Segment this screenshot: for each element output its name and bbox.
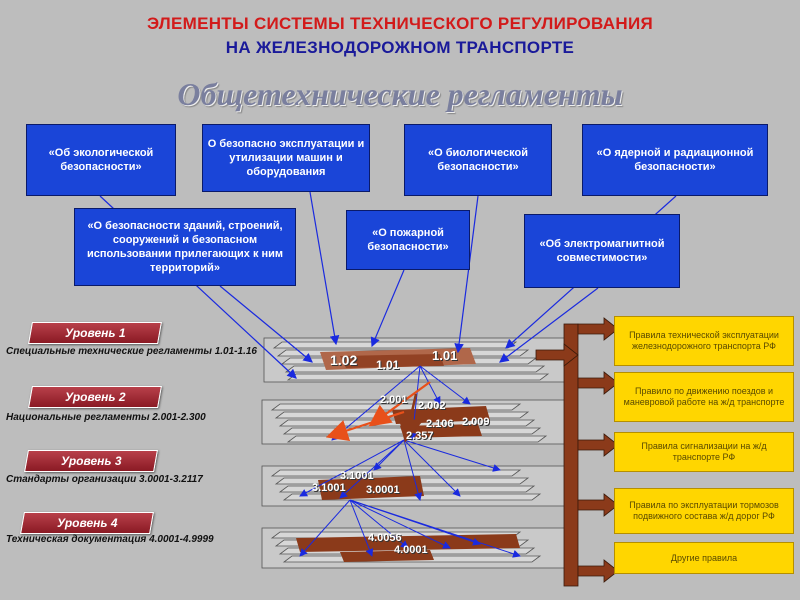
level-2-description: Национальные регламенты 2.001-2.300	[6, 412, 206, 423]
level-3-description: Стандарты организации 3.0001-3.2117	[6, 474, 203, 485]
brown-arrows	[398, 393, 423, 443]
rule-box-signalling: Правила сигнализации на ж/д транспорте Р…	[614, 432, 794, 472]
regulation-nuclear-box: «О ядерной и радиационной безопасности»	[582, 124, 768, 196]
rules-bus	[535, 317, 619, 587]
rule-box-other: Другие правила	[614, 542, 794, 574]
stack-level-3	[261, 465, 575, 507]
level-connectors	[299, 365, 521, 558]
title-line-2: НА ЖЕЛЕЗНОДОРОЖНОМ ТРАНСПОРТЕ	[225, 38, 575, 57]
stack-label: 3.0001	[366, 484, 400, 496]
level-1-description: Специальные технические регламенты 1.01-…	[6, 346, 257, 357]
stack-label: 1.01	[432, 348, 458, 363]
level-1-badge: Уровень 1	[28, 322, 162, 344]
level-4-description: Техническая документация 4.0001-4.9999	[6, 534, 214, 545]
stack-label: 2.009	[462, 416, 490, 428]
stack-label: 2.357	[406, 430, 434, 442]
subtitle: Общетехнические регламенты	[177, 76, 623, 112]
stack-label: 2.106	[426, 418, 454, 430]
orange-arrows	[325, 381, 431, 442]
stack-label: 2.002	[418, 400, 446, 412]
rule-box-train-movement: Правило по движению поездов и маневровой…	[614, 372, 794, 422]
title-line-1: ЭЛЕМЕНТЫ СИСТЕМЫ ТЕХНИЧЕСКОГО РЕГУЛИРОВА…	[147, 14, 653, 33]
stack-label: 2.001	[380, 394, 408, 406]
regulation-electromagnetic-box: «Об электромагнитной совместимости»	[524, 214, 680, 288]
stack-label: 1.01	[376, 358, 400, 372]
regulation-buildings-box: «О безопасности зданий, строений, сооруж…	[74, 208, 296, 286]
regulation-machines-box: О безопасно эксплуатации и утилизации ма…	[202, 124, 370, 192]
rule-box-brakes: Правила по эксплуатации тормозов подвижн…	[614, 488, 794, 534]
stack-label: 3.1001	[312, 482, 346, 494]
rule-box-technical-operation: Правила технической эксплуатации железно…	[614, 316, 794, 366]
level-3-badge: Уровень 3	[24, 450, 158, 472]
stack-label: 1.02	[330, 352, 358, 368]
stack-label: 3.1001	[340, 470, 374, 482]
regulation-fire-box: «О пожарной безопасности»	[346, 210, 470, 270]
stack-label: 4.0056	[368, 532, 402, 544]
regulation-biological-box: «О биологической безопасности»	[404, 124, 552, 196]
stack-label: 4.0001	[394, 544, 428, 556]
regulation-ecological-box: «Об экологической безопасности»	[26, 124, 176, 196]
level-2-badge: Уровень 2	[28, 386, 162, 408]
level-4-badge: Уровень 4	[20, 512, 154, 534]
